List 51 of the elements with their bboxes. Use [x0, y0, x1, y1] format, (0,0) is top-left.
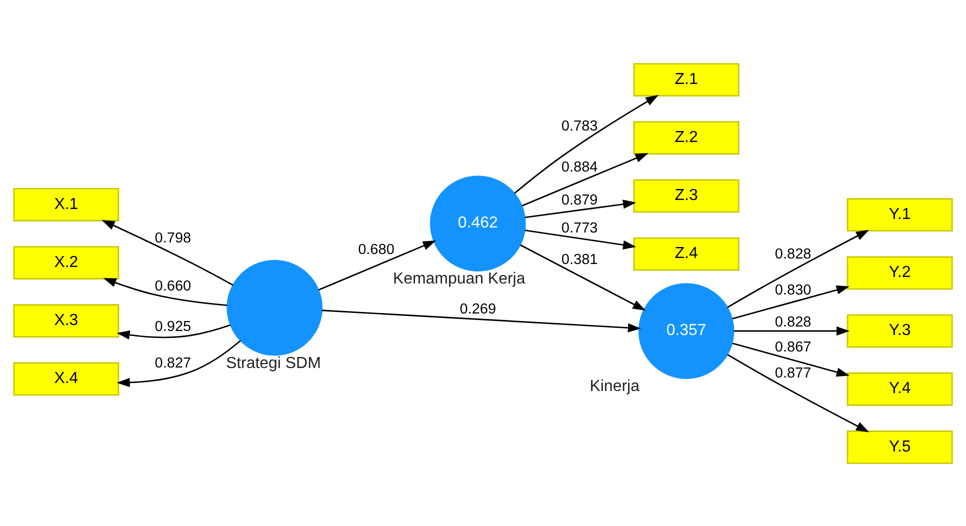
node-box: Y.5: [846, 430, 953, 464]
edge-label: 0.269: [460, 301, 496, 318]
edge-label: 0.884: [561, 158, 598, 175]
node-label: Strategi SDM: [226, 354, 321, 372]
arrow: [727, 229, 870, 308]
arrow: [514, 94, 659, 194]
arrow: [318, 240, 436, 290]
edge-label: 0.773: [561, 220, 598, 236]
arrow: [116, 324, 231, 339]
node-box: Y.2: [846, 256, 953, 290]
arrow: [732, 284, 850, 319]
arrow: [103, 278, 228, 306]
edge-label: 0.828: [774, 314, 812, 330]
edge-label: 0.783: [561, 118, 598, 134]
node-box: Y.1: [846, 198, 953, 232]
edge-label: 0.381: [561, 252, 598, 268]
node-box: Y.3: [846, 314, 953, 348]
arrow: [727, 354, 870, 432]
node-circle: 0.357: [638, 282, 734, 378]
node-box: Z.2: [633, 120, 740, 154]
arrow: [520, 244, 646, 310]
arrow: [322, 309, 642, 332]
node-box: Y.4: [846, 372, 953, 406]
arrow: [524, 199, 636, 218]
node-label: Kemampuan Kerja: [392, 270, 526, 288]
edge-label: 0.798: [154, 230, 192, 246]
node-box: X.2: [13, 246, 120, 279]
node-circle: 0.462: [430, 175, 526, 271]
edge-label: 0.879: [561, 192, 598, 208]
arrow: [116, 340, 241, 387]
arrow: [102, 219, 234, 286]
edge-label: 0.830: [774, 282, 812, 298]
edge-label: 0.827: [154, 354, 192, 371]
edge-label: 0.867: [774, 338, 812, 355]
node-circle: [226, 259, 323, 356]
arrow: [522, 152, 649, 206]
edge-label: 0.680: [358, 242, 394, 258]
node-box: X.1: [13, 187, 120, 221]
edge-label: 0.925: [154, 318, 192, 335]
node-box: Z.4: [633, 236, 740, 270]
node-box: Z.3: [633, 178, 740, 212]
node-box: X.3: [13, 304, 120, 338]
arrow: [732, 342, 850, 376]
node-box: Z.1: [633, 62, 740, 96]
edge-label: 0.828: [774, 246, 812, 262]
node-box: X.4: [13, 362, 120, 396]
edge-label: 0.660: [154, 278, 192, 294]
node-label: Kinerja: [590, 378, 640, 395]
arrow: [734, 326, 850, 336]
arrow: [524, 229, 636, 249]
edge-label: 0.877: [774, 365, 812, 382]
